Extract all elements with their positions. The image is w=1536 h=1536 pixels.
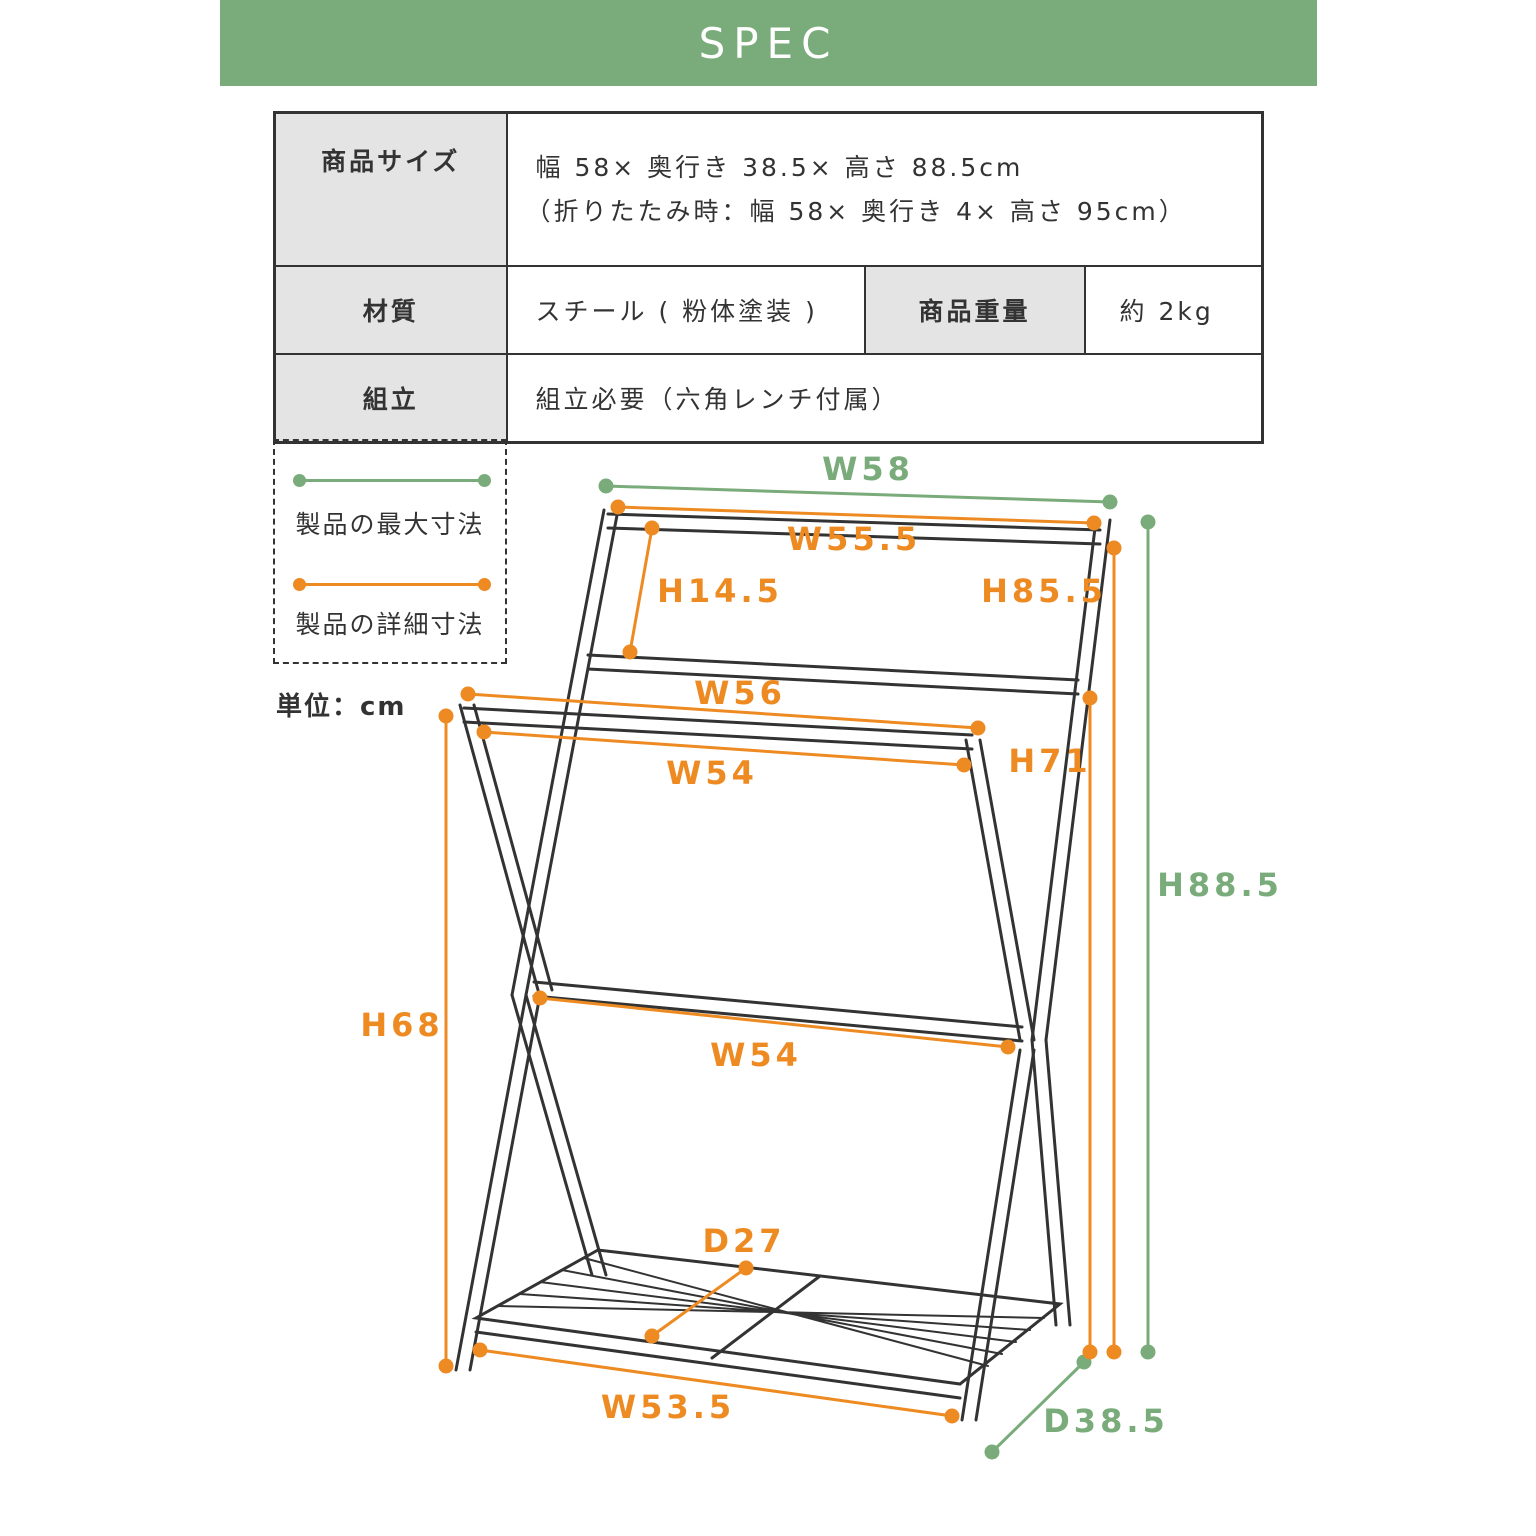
legend-green-dot-right xyxy=(478,474,491,487)
w58-line xyxy=(605,484,1111,504)
assembly-label: 組立 xyxy=(273,353,508,444)
spec-banner: SPEC xyxy=(220,0,1317,86)
shelf-front-lip xyxy=(474,1330,962,1400)
size-label: 商品サイズ xyxy=(273,111,508,267)
legend-max-label: 製品の最大寸法 xyxy=(295,510,485,539)
label-h68: H68 xyxy=(360,1006,443,1044)
legend-green-line xyxy=(293,474,491,487)
label-w54-mid: W54 xyxy=(710,1036,802,1074)
label-w58: W58 xyxy=(822,450,914,488)
legend-green-dot-left xyxy=(293,474,306,487)
label-w54-top: W54 xyxy=(666,754,758,792)
back-right-lower-leg xyxy=(1030,1038,1072,1327)
front-left-upper-leg xyxy=(458,703,554,992)
label-h88_5: H88.5 xyxy=(1157,866,1283,904)
label-w53_5: W53.5 xyxy=(601,1388,735,1426)
label-h14_5: H14.5 xyxy=(657,572,783,610)
spec-row-material: 材質 スチール ( 粉体塗装 ) 商品重量 約 2kg xyxy=(273,265,1264,355)
size-line1: 幅 58× 奥行き 38.5× 高さ 88.5cm xyxy=(535,152,1024,182)
h88_5-dot-top xyxy=(1140,514,1156,530)
label-w55_5: W55.5 xyxy=(787,520,921,558)
top-bar xyxy=(606,512,1102,546)
orange-dimensions xyxy=(438,499,1122,1424)
dimension-labels: W58 W55.5 H14.5 H85.5 W56 W54 H71 H88.5 … xyxy=(360,450,1283,1440)
material-value: スチール ( 粉体塗装 ) xyxy=(505,265,866,355)
unit-label: 単位：cm xyxy=(276,692,407,722)
weight-label: 商品重量 xyxy=(863,265,1086,355)
front-left-lower-leg xyxy=(454,993,542,1372)
spec-table: 商品サイズ 幅 58× 奥行き 38.5× 高さ 88.5cm （折りたたみ時：… xyxy=(273,111,1265,444)
label-h71: H71 xyxy=(1008,742,1091,780)
w58-dot-right xyxy=(1102,494,1118,510)
legend-orange-line xyxy=(293,578,491,591)
size-value: 幅 58× 奥行き 38.5× 高さ 88.5cm （折りたたみ時：幅 58× … xyxy=(505,111,1264,267)
back-left-lower-leg xyxy=(510,993,608,1277)
legend-detail-label: 製品の詳細寸法 xyxy=(295,610,485,639)
banner-title: SPEC xyxy=(698,18,839,68)
d38_5-line xyxy=(990,1360,1086,1454)
legend-orange-dot-right xyxy=(478,578,491,591)
back-right-upper-leg xyxy=(1030,518,1112,1042)
h88_5-dot-bottom xyxy=(1140,1344,1156,1360)
w58-dot-left xyxy=(598,478,614,494)
w54-top-line xyxy=(483,730,965,767)
w54-mid-line xyxy=(539,996,1009,1049)
size-line2: （折りたたみ時：幅 58× 奥行き 4× 高さ 95cm） xyxy=(525,196,1187,226)
label-h85_5: H85.5 xyxy=(981,572,1107,610)
label-w56: W56 xyxy=(694,674,786,712)
spec-row-assembly: 組立 組立必要（六角レンチ付属） xyxy=(273,353,1264,444)
rack-frame xyxy=(454,508,1112,1422)
d38_5-dot-bottom xyxy=(984,1444,1000,1460)
legend-box: 製品の最大寸法 製品の詳細寸法 xyxy=(273,439,507,664)
w56-line xyxy=(467,692,979,730)
w53_5-line xyxy=(479,1348,953,1418)
middle-bar xyxy=(532,980,1024,1043)
w55_5-line xyxy=(617,505,1095,525)
weight-value: 約 2kg xyxy=(1083,265,1264,355)
assembly-value: 組立必要（六角レンチ付属） xyxy=(505,353,1264,444)
spec-row-size: 商品サイズ 幅 58× 奥行き 38.5× 高さ 88.5cm （折りたたみ時：… xyxy=(273,111,1264,267)
shelf-outline xyxy=(471,1248,1064,1386)
front-right-upper-leg xyxy=(964,738,1036,1042)
shelf-center-brace xyxy=(710,1274,822,1360)
front-top-bar xyxy=(462,706,974,751)
d27-line xyxy=(651,1266,747,1338)
label-d38_5: D38.5 xyxy=(1043,1402,1169,1440)
front-right-lower-leg xyxy=(960,1048,1036,1422)
back-left-upper-leg xyxy=(510,508,620,997)
h14_5-line xyxy=(628,527,654,653)
second-bar xyxy=(586,653,1080,696)
material-label: 材質 xyxy=(273,265,508,355)
green-dimensions xyxy=(598,478,1156,1460)
legend-orange-dot-left xyxy=(293,578,306,591)
label-d27: D27 xyxy=(702,1222,785,1260)
